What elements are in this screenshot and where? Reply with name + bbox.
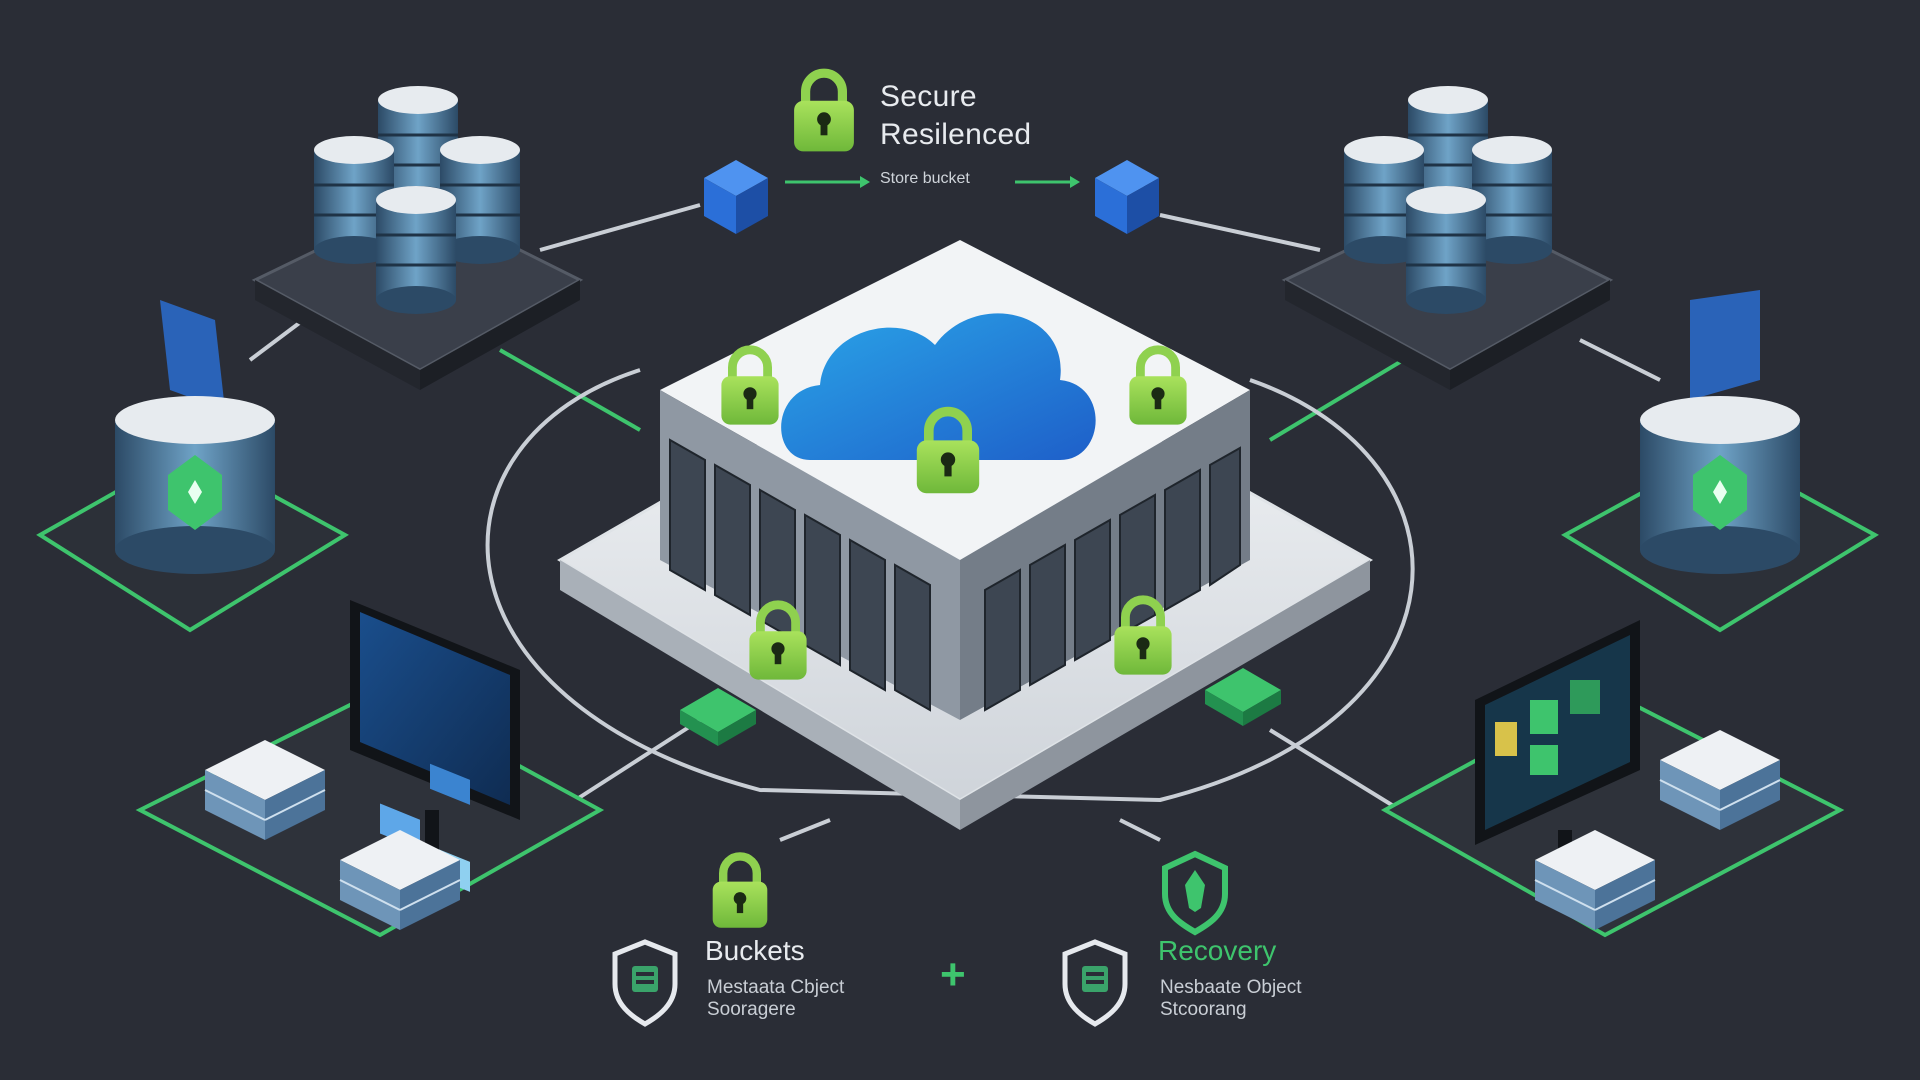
server-stack-icon: [374, 184, 458, 316]
database-left: [36, 300, 349, 633]
legend-right-sub-line2: Stcoorang: [1160, 999, 1247, 1020]
plus-sign: +: [940, 950, 966, 999]
flow-arrow-right: [1015, 176, 1080, 188]
monitor-icon: [1475, 620, 1640, 870]
shield-icon: [1065, 942, 1125, 1024]
cloud-icon: [781, 313, 1096, 460]
tick-right: [1119, 818, 1161, 842]
workstation-bottomleft: [135, 600, 605, 938]
tick-left: [779, 818, 831, 842]
server-cluster-topright: [1281, 84, 1614, 390]
flag-icon: [1690, 290, 1760, 400]
flag-icon: [160, 300, 225, 410]
workstation-bottomright: [1380, 620, 1845, 938]
connector-bottomright-to-center: [1268, 728, 1402, 812]
connector-topleft-to-center: [499, 348, 641, 432]
green-node-left: [680, 688, 756, 746]
header-title-line2: Resilenced: [880, 118, 1032, 151]
legend-right-sub-line1: Nesbaate Object: [1160, 977, 1302, 998]
padlock-icon: [713, 856, 768, 927]
legend-left-sub-line1: Mestaata Cbject: [707, 977, 845, 998]
green-node-right: [1205, 668, 1281, 726]
connector-topleft-to-cube: [539, 203, 701, 252]
legend-left-title: Buckets: [705, 935, 805, 966]
padlock-icon: [794, 73, 854, 151]
monitor-icon: [350, 600, 520, 892]
ring-loop: [485, 368, 1415, 803]
connector-lines: [248, 203, 1661, 842]
flow-arrow-left: [785, 176, 870, 188]
header-title-line1: Secure: [880, 80, 977, 113]
legend-left-sub-line2: Sooragere: [707, 999, 796, 1020]
cube-icon: [704, 160, 768, 234]
flow-caption: Store bucket: [880, 170, 970, 187]
server-stack-icon: [1404, 184, 1488, 316]
connector-cube-to-topright: [1159, 213, 1321, 252]
connector-bottomleft-to-center: [558, 718, 702, 812]
recovery-shield-icon: [1162, 850, 1228, 936]
connector-right-db-to-servers: [1579, 338, 1661, 382]
database-right: [1561, 290, 1879, 633]
connector-topright-to-center: [1268, 348, 1422, 442]
server-cluster-topleft: [251, 84, 584, 390]
central-storage-hub: [557, 240, 1374, 830]
cube-icon: [1095, 160, 1159, 234]
shield-icon: [615, 942, 675, 1024]
rack-bays-right: [984, 446, 1241, 712]
legend-right-title: Recovery: [1158, 935, 1277, 966]
